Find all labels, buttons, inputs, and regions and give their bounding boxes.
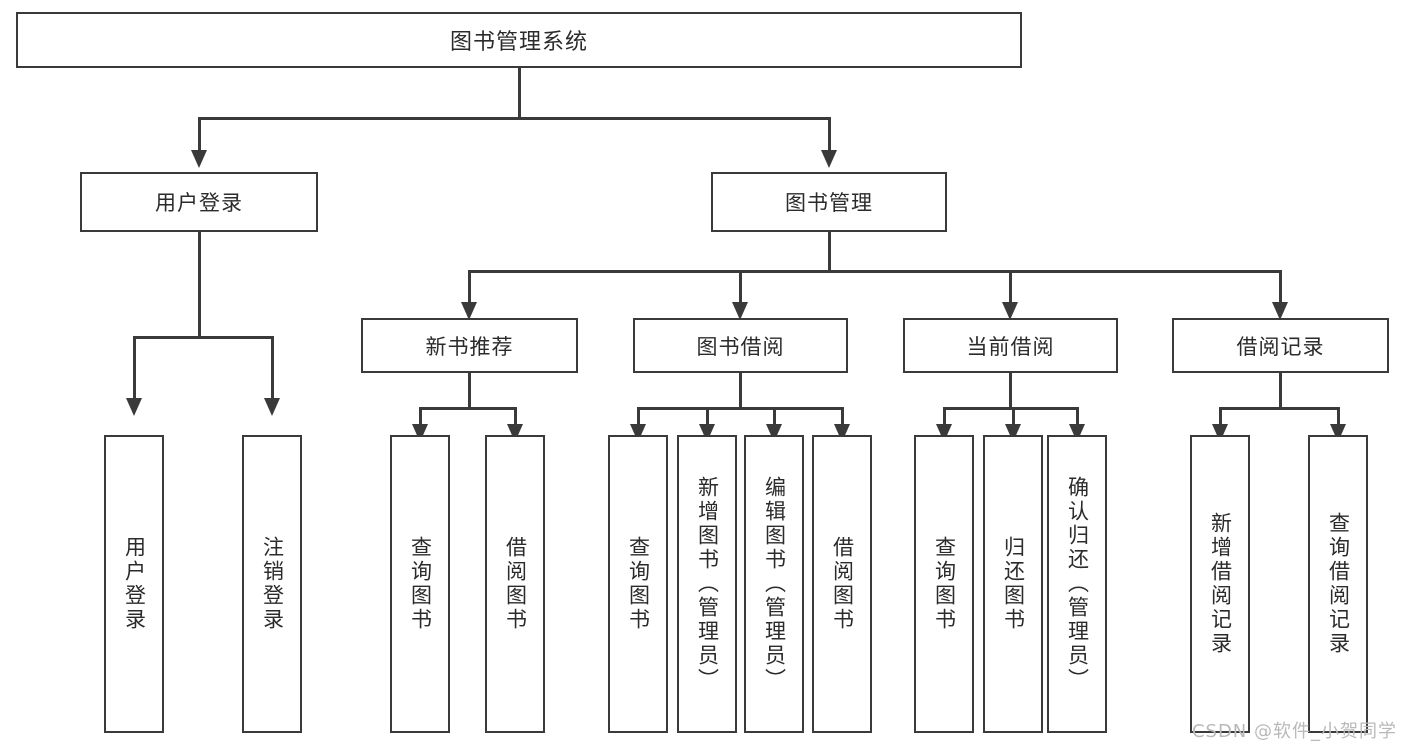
connector-drop-book-borrow	[739, 270, 742, 304]
connector-drop-leaf-11	[1076, 407, 1079, 427]
node-borrow-record[interactable]: 借阅记录	[1172, 318, 1389, 373]
connector-drop-leaf-13	[1337, 407, 1340, 427]
connector-drop-leaf-2	[271, 336, 274, 400]
connector-new-book-stem	[468, 373, 471, 407]
connector-book-borrow-stem	[739, 373, 742, 407]
leaf-query-book-borrow[interactable]: 查询图书	[608, 435, 668, 733]
node-current-borrow[interactable]: 当前借阅	[903, 318, 1118, 373]
connector-drop-leaf-12	[1219, 407, 1222, 427]
leaf-label: 归还图书	[1001, 536, 1026, 632]
connector-drop-leaf-7	[773, 407, 776, 427]
node-label: 图书借阅	[696, 334, 785, 359]
node-label: 当前借阅	[966, 334, 1055, 359]
leaf-edit-book-admin[interactable]: 编辑图书（管理员）	[744, 435, 804, 733]
leaf-label: 确认归还（管理员）	[1065, 476, 1090, 692]
connector-borrow-record-bus	[1219, 407, 1340, 410]
connector-borrow-record-stem	[1279, 373, 1282, 407]
node-book-manage[interactable]: 图书管理	[711, 172, 947, 232]
node-label: 新书推荐	[425, 334, 514, 359]
connector-user-login-stem	[198, 232, 201, 336]
connector-drop-leaf-1	[133, 336, 136, 400]
leaf-logout[interactable]: 注销登录	[242, 435, 302, 733]
connector-drop-leaf-10	[1012, 407, 1015, 427]
leaf-add-borrow-record[interactable]: 新增借阅记录	[1190, 435, 1250, 733]
arrowhead-book-borrow	[732, 302, 748, 320]
connector-drop-leaf-5	[637, 407, 640, 427]
connector-drop-leaf-3	[419, 407, 422, 427]
leaf-label: 用户登录	[122, 536, 147, 632]
node-new-book-recommend[interactable]: 新书推荐	[361, 318, 578, 373]
node-label: 图书管理系统	[449, 30, 588, 55]
arrowhead-leaf-1	[126, 398, 142, 416]
node-label: 借阅记录	[1236, 334, 1325, 359]
connector-drop-user-login	[198, 117, 201, 153]
leaf-query-book-current[interactable]: 查询图书	[914, 435, 974, 733]
connector-level2-bus	[468, 270, 1280, 273]
connector-book-borrow-bus	[637, 407, 843, 410]
connector-drop-leaf-8	[841, 407, 844, 427]
leaf-label: 查询借阅记录	[1326, 512, 1351, 656]
leaf-label: 注销登录	[260, 536, 285, 632]
leaf-borrow-book-recommend[interactable]: 借阅图书	[485, 435, 545, 733]
node-book-borrow[interactable]: 图书借阅	[633, 318, 848, 373]
node-label: 图书管理	[785, 191, 873, 215]
connector-drop-current-borrow	[1009, 270, 1012, 304]
arrowhead-borrow-record	[1272, 302, 1288, 320]
connector-user-login-bus	[133, 336, 272, 339]
node-root-system[interactable]: 图书管理系统	[16, 12, 1022, 68]
connector-drop-leaf-4	[514, 407, 517, 427]
leaf-return-book[interactable]: 归还图书	[983, 435, 1043, 733]
connector-drop-borrow-record	[1279, 270, 1282, 304]
connector-current-borrow-stem	[1009, 373, 1012, 407]
leaf-confirm-return-admin[interactable]: 确认归还（管理员）	[1047, 435, 1107, 733]
connector-book-manage-stem	[828, 232, 831, 270]
connector-drop-leaf-6	[706, 407, 709, 427]
leaf-query-borrow-record[interactable]: 查询借阅记录	[1308, 435, 1368, 733]
arrowhead-user-login	[191, 150, 207, 168]
leaf-label: 编辑图书（管理员）	[762, 476, 787, 692]
connector-new-book-bus	[419, 407, 516, 410]
arrowhead-leaf-2	[264, 398, 280, 416]
leaf-borrow-book[interactable]: 借阅图书	[812, 435, 872, 733]
arrowhead-new-book	[461, 302, 477, 320]
leaf-add-book-admin[interactable]: 新增图书（管理员）	[677, 435, 737, 733]
connector-root-stem	[518, 68, 521, 117]
leaf-label: 查询图书	[932, 536, 957, 632]
connector-current-borrow-bus	[943, 407, 1077, 410]
leaf-label: 新增图书（管理员）	[695, 476, 720, 692]
connector-drop-new-book	[468, 270, 471, 304]
leaf-user-login[interactable]: 用户登录	[104, 435, 164, 733]
connector-level1-bus	[198, 117, 831, 120]
arrowhead-current-borrow	[1002, 302, 1018, 320]
arrowhead-book-manage	[821, 150, 837, 168]
connector-drop-leaf-9	[943, 407, 946, 427]
leaf-label: 查询图书	[626, 536, 651, 632]
leaf-label: 借阅图书	[830, 536, 855, 632]
leaf-query-book-recommend[interactable]: 查询图书	[390, 435, 450, 733]
node-label: 用户登录	[155, 191, 243, 215]
leaf-label: 借阅图书	[503, 536, 528, 632]
node-user-login[interactable]: 用户登录	[80, 172, 318, 232]
leaf-label: 新增借阅记录	[1208, 512, 1233, 656]
connector-drop-book-manage	[828, 117, 831, 153]
leaf-label: 查询图书	[408, 536, 433, 632]
